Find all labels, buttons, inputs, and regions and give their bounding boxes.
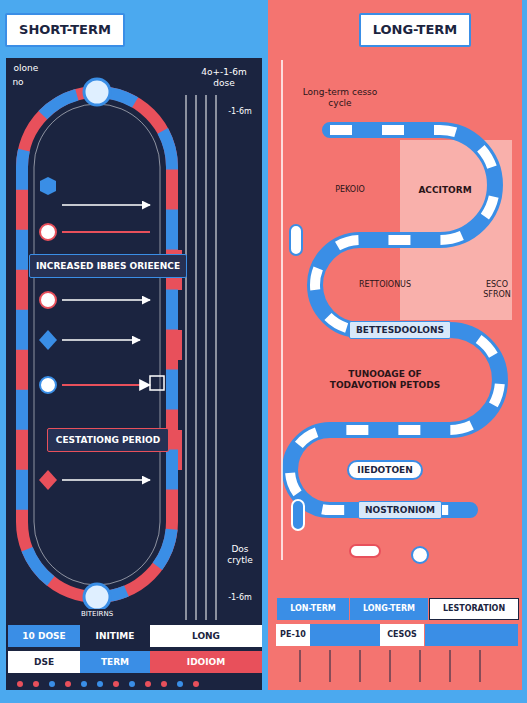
cycle-loop (22, 92, 172, 597)
label-text: TUNOOAGE OF TODAVOTION PETODS (317, 369, 453, 391)
label-text: PE-10 (280, 630, 306, 640)
node-text: BETTESDOOLONS (356, 325, 444, 336)
node-text: IIEDOTOEN (357, 465, 412, 476)
arrow (62, 339, 140, 341)
table-cell: LONG (150, 625, 262, 647)
small-label: PEKOIO (333, 184, 367, 196)
label-text: PEKOIO (335, 185, 365, 195)
short-term-panel (6, 58, 262, 690)
node-text: SHORT-TERM (19, 22, 111, 38)
table-cells (310, 624, 518, 646)
label-text: ACCITORM (418, 185, 471, 196)
partial-label: no (10, 76, 25, 89)
table-cell: TERM (80, 651, 150, 673)
label-text: LONG (192, 631, 220, 642)
loop-node (84, 79, 110, 105)
cycle-title: Long-term cesso cycle (300, 86, 380, 110)
label-text: LON-TERM (290, 604, 336, 614)
timeline-lines (186, 95, 216, 620)
cycle-band-dash (290, 130, 500, 510)
time-label: -1-6m (226, 592, 254, 604)
inner-line (34, 104, 160, 585)
table-cell: DSE (8, 651, 80, 673)
label-text: no (12, 77, 23, 88)
cycle-label: Dos crytle (221, 543, 259, 567)
label-text: IDOIOM (187, 657, 225, 668)
node-text: INCREASED IBBES ORIEENCE (36, 261, 180, 272)
cycle-loop-dash (22, 92, 172, 597)
phase-band: CESTATIONG PERIOD (47, 428, 169, 453)
label-text: LONG-TERM (363, 604, 415, 614)
label-text: TERM (101, 657, 129, 668)
label-text: CESOS (387, 630, 417, 640)
label-text: olone (14, 63, 39, 74)
band-label: BETTESDOOLONS (349, 321, 451, 340)
node-text: NOSTRONIOM (365, 505, 435, 516)
partial-label: olone (12, 62, 41, 75)
diamond-icon (39, 330, 57, 350)
table-cell: IDOIOM (150, 651, 262, 673)
dose-label: 4o+-1-6m dose (189, 66, 259, 90)
side-label: ESCO SFRON (475, 279, 519, 300)
region-label: ACCITORM (416, 184, 473, 197)
side-line (281, 60, 283, 560)
arrow (62, 299, 150, 301)
label-text: RETTOIONUS (359, 280, 411, 290)
table-cell: LESTORATION (429, 598, 519, 620)
table-cell: LONG-TERM (350, 598, 428, 620)
arrow (62, 384, 150, 386)
diamond-icon (39, 470, 57, 490)
small-label: RETTOIONUS (357, 279, 413, 291)
circle-icon (40, 224, 56, 240)
label-text: LESTORATION (443, 604, 505, 614)
time-label: -1-6m (226, 106, 254, 118)
square-icon (150, 376, 164, 390)
table-cell: LON-TERM (277, 598, 349, 620)
label-text: Long-term cesso cycle (302, 87, 378, 109)
timeline-marks (178, 250, 182, 470)
note-label: TUNOOAGE OF TODAVOTION PETODS (315, 368, 455, 392)
label-text: INITIME (96, 631, 135, 642)
header-box: SHORT-TERM (5, 13, 125, 47)
pill-box: IIEDOTOEN (347, 460, 422, 481)
label-text: 10 DOSE (22, 631, 65, 642)
cycle-band (290, 130, 500, 510)
phase-band: INCREASED IBBES ORIEENCE (29, 254, 187, 279)
band-label: NOSTRONIOM (358, 501, 442, 520)
table-ticks (300, 650, 480, 682)
label-text: -1-6m (228, 107, 252, 117)
hex-icon (40, 177, 56, 195)
arrow (62, 479, 150, 481)
droplets (17, 681, 199, 687)
loop-node (84, 584, 110, 610)
arrow (62, 231, 150, 233)
label-text: BITEIRNS (81, 610, 113, 618)
table-cell: INITIME (80, 625, 150, 647)
small-label: BITEIRNS (79, 609, 115, 619)
label-text: Dos crytle (223, 544, 257, 566)
long-term-panel (268, 0, 522, 690)
table-cell: CESOS (380, 624, 424, 646)
label-text: -1-6m (228, 593, 252, 603)
table-cell: 10 DOSE (8, 625, 80, 647)
circle-icon (40, 292, 56, 308)
node-text: LONG-TERM (373, 22, 458, 38)
label-text: DSE (34, 657, 54, 668)
label-text: 4o+-1-6m dose (191, 67, 257, 89)
header-box: LONG-TERM (359, 13, 472, 47)
table-cell: PE-10 (276, 624, 310, 646)
circle-icon (40, 377, 56, 393)
table-ground (8, 624, 262, 674)
label-text: ESCO SFRON (477, 280, 517, 299)
node-text: CESTATIONG PERIOD (56, 435, 160, 446)
arrow (62, 204, 150, 206)
